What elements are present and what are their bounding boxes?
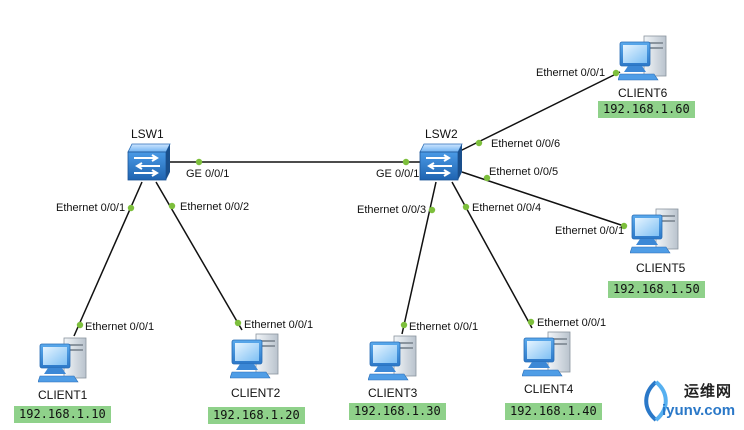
ip-badge-client2: 192.168.1.20 bbox=[208, 407, 305, 424]
port-label: GE 0/0/1 bbox=[376, 168, 419, 180]
port-label: Ethernet 0/0/1 bbox=[56, 202, 125, 214]
ip-badge-client4: 192.168.1.40 bbox=[505, 403, 602, 420]
client-1[interactable]: CLIENT1 bbox=[38, 337, 88, 402]
pc-icon bbox=[522, 331, 571, 377]
watermark-cn: 运维网 bbox=[684, 382, 733, 400]
port-label: Ethernet 0/0/1 bbox=[537, 317, 606, 329]
port-labels: GE 0/0/1 GE 0/0/1 Ethernet 0/0/1 Etherne… bbox=[56, 67, 624, 333]
port-dot bbox=[428, 206, 436, 214]
port-label: Ethernet 0/0/1 bbox=[244, 319, 313, 331]
port-dot bbox=[76, 321, 84, 329]
client-6[interactable]: CLIENT6 bbox=[618, 35, 668, 100]
client-3[interactable]: CLIENT3 bbox=[368, 335, 418, 400]
port-dot bbox=[127, 204, 135, 212]
watermark-logo-icon bbox=[644, 380, 668, 422]
port-dot bbox=[402, 158, 410, 166]
client-label: CLIENT3 bbox=[368, 386, 418, 400]
watermark-en: iyunv.com bbox=[662, 402, 736, 419]
client-4[interactable]: CLIENT4 bbox=[522, 331, 574, 396]
port-label: Ethernet 0/0/1 bbox=[536, 67, 605, 79]
port-label: Ethernet 0/0/6 bbox=[491, 138, 560, 150]
client-2[interactable]: CLIENT2 bbox=[230, 333, 281, 400]
port-label: Ethernet 0/0/3 bbox=[357, 204, 426, 216]
port-dot bbox=[168, 202, 176, 210]
switch-lsw1[interactable]: LSW1 bbox=[127, 127, 171, 181]
port-label: Ethernet 0/0/1 bbox=[409, 321, 478, 333]
port-dot bbox=[400, 321, 408, 329]
watermark: 运维网 iyunv.com bbox=[636, 376, 742, 426]
pc-icon bbox=[38, 337, 87, 383]
port-label: GE 0/0/1 bbox=[186, 168, 229, 180]
ip-badge-client5: 192.168.1.50 bbox=[608, 281, 705, 298]
ip-badge-client6: 192.168.1.60 bbox=[598, 101, 695, 118]
port-dot bbox=[483, 174, 491, 182]
port-label: Ethernet 0/0/5 bbox=[489, 166, 558, 178]
client-5[interactable]: CLIENT5 bbox=[630, 208, 686, 275]
pc-icon bbox=[368, 335, 417, 381]
switch-label: LSW1 bbox=[131, 127, 164, 141]
pc-icon bbox=[618, 35, 667, 81]
client-label: CLIENT5 bbox=[636, 261, 686, 275]
port-dot bbox=[462, 203, 470, 211]
ip-badge-client1: 192.168.1.10 bbox=[14, 406, 111, 423]
links bbox=[73, 71, 625, 337]
port-dot bbox=[527, 318, 535, 326]
client-label: CLIENT4 bbox=[524, 382, 574, 396]
port-dot bbox=[234, 319, 242, 327]
port-dots bbox=[76, 69, 628, 329]
port-label: Ethernet 0/0/2 bbox=[180, 201, 249, 213]
port-dot bbox=[195, 158, 203, 166]
port-dot bbox=[620, 222, 628, 230]
pc-icon bbox=[630, 208, 679, 254]
pc-icon bbox=[230, 333, 279, 379]
client-label: CLIENT1 bbox=[38, 388, 88, 402]
port-label: Ethernet 0/0/1 bbox=[555, 225, 624, 237]
client-label: CLIENT6 bbox=[618, 86, 668, 100]
switch-lsw2[interactable]: LSW2 bbox=[419, 127, 463, 181]
port-label: Ethernet 0/0/4 bbox=[472, 202, 541, 214]
link-lsw2-client5 bbox=[461, 171, 625, 227]
switch-icon bbox=[419, 143, 463, 181]
client-label: CLIENT2 bbox=[231, 386, 281, 400]
switch-icon bbox=[127, 143, 171, 181]
port-dot bbox=[612, 69, 620, 77]
ip-badge-client3: 192.168.1.30 bbox=[349, 403, 446, 420]
switch-label: LSW2 bbox=[425, 127, 458, 141]
port-label: Ethernet 0/0/1 bbox=[85, 321, 154, 333]
port-dot bbox=[475, 139, 483, 147]
link-lsw2-client6 bbox=[457, 71, 621, 153]
